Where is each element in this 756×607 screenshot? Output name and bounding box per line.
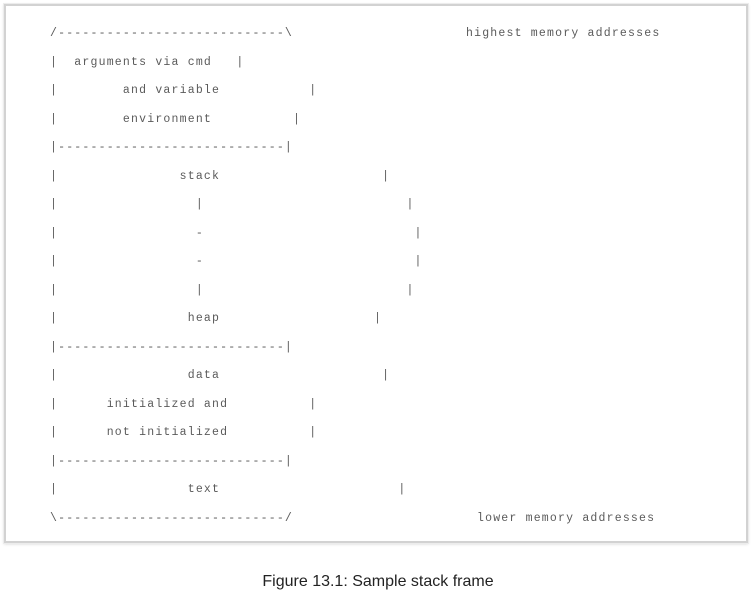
diagram-row-arguments: | arguments via cmd | bbox=[50, 56, 245, 69]
diagram-row-text: | text | bbox=[50, 483, 407, 496]
figure-caption: Figure 13.1: Sample stack frame bbox=[262, 573, 494, 590]
diagram-row-environment: | environment | bbox=[50, 113, 302, 126]
diagram-row-bar-2: | | | bbox=[50, 284, 415, 297]
diagram-row-initialized: | initialized and | bbox=[50, 398, 318, 411]
diagram-row-dash-1: | - | bbox=[50, 227, 423, 240]
diagram-row-bottom-border: \----------------------------/ bbox=[50, 512, 294, 525]
diagram-row-and-variable: | and variable | bbox=[50, 84, 318, 97]
diagram-row-divider-1: |----------------------------| bbox=[50, 141, 294, 154]
label-highest-memory-addresses: highest memory addresses bbox=[466, 27, 661, 40]
diagram-row-top-border: /----------------------------\ bbox=[50, 27, 294, 40]
diagram-row-heap: | heap | bbox=[50, 312, 383, 325]
diagram-row-dash-2: | - | bbox=[50, 255, 423, 268]
diagram-row-stack: | stack | bbox=[50, 170, 391, 183]
figure-frame: /----------------------------\ | argumen… bbox=[4, 4, 748, 543]
diagram-row-divider-2: |----------------------------| bbox=[50, 341, 294, 354]
diagram-row-bar-1: | | | bbox=[50, 198, 415, 211]
diagram-row-not-initialized: | not initialized | bbox=[50, 426, 318, 439]
label-lower-memory-addresses: lower memory addresses bbox=[477, 512, 656, 525]
diagram-row-data: | data | bbox=[50, 369, 391, 382]
diagram-row-divider-3: |----------------------------| bbox=[50, 455, 294, 468]
